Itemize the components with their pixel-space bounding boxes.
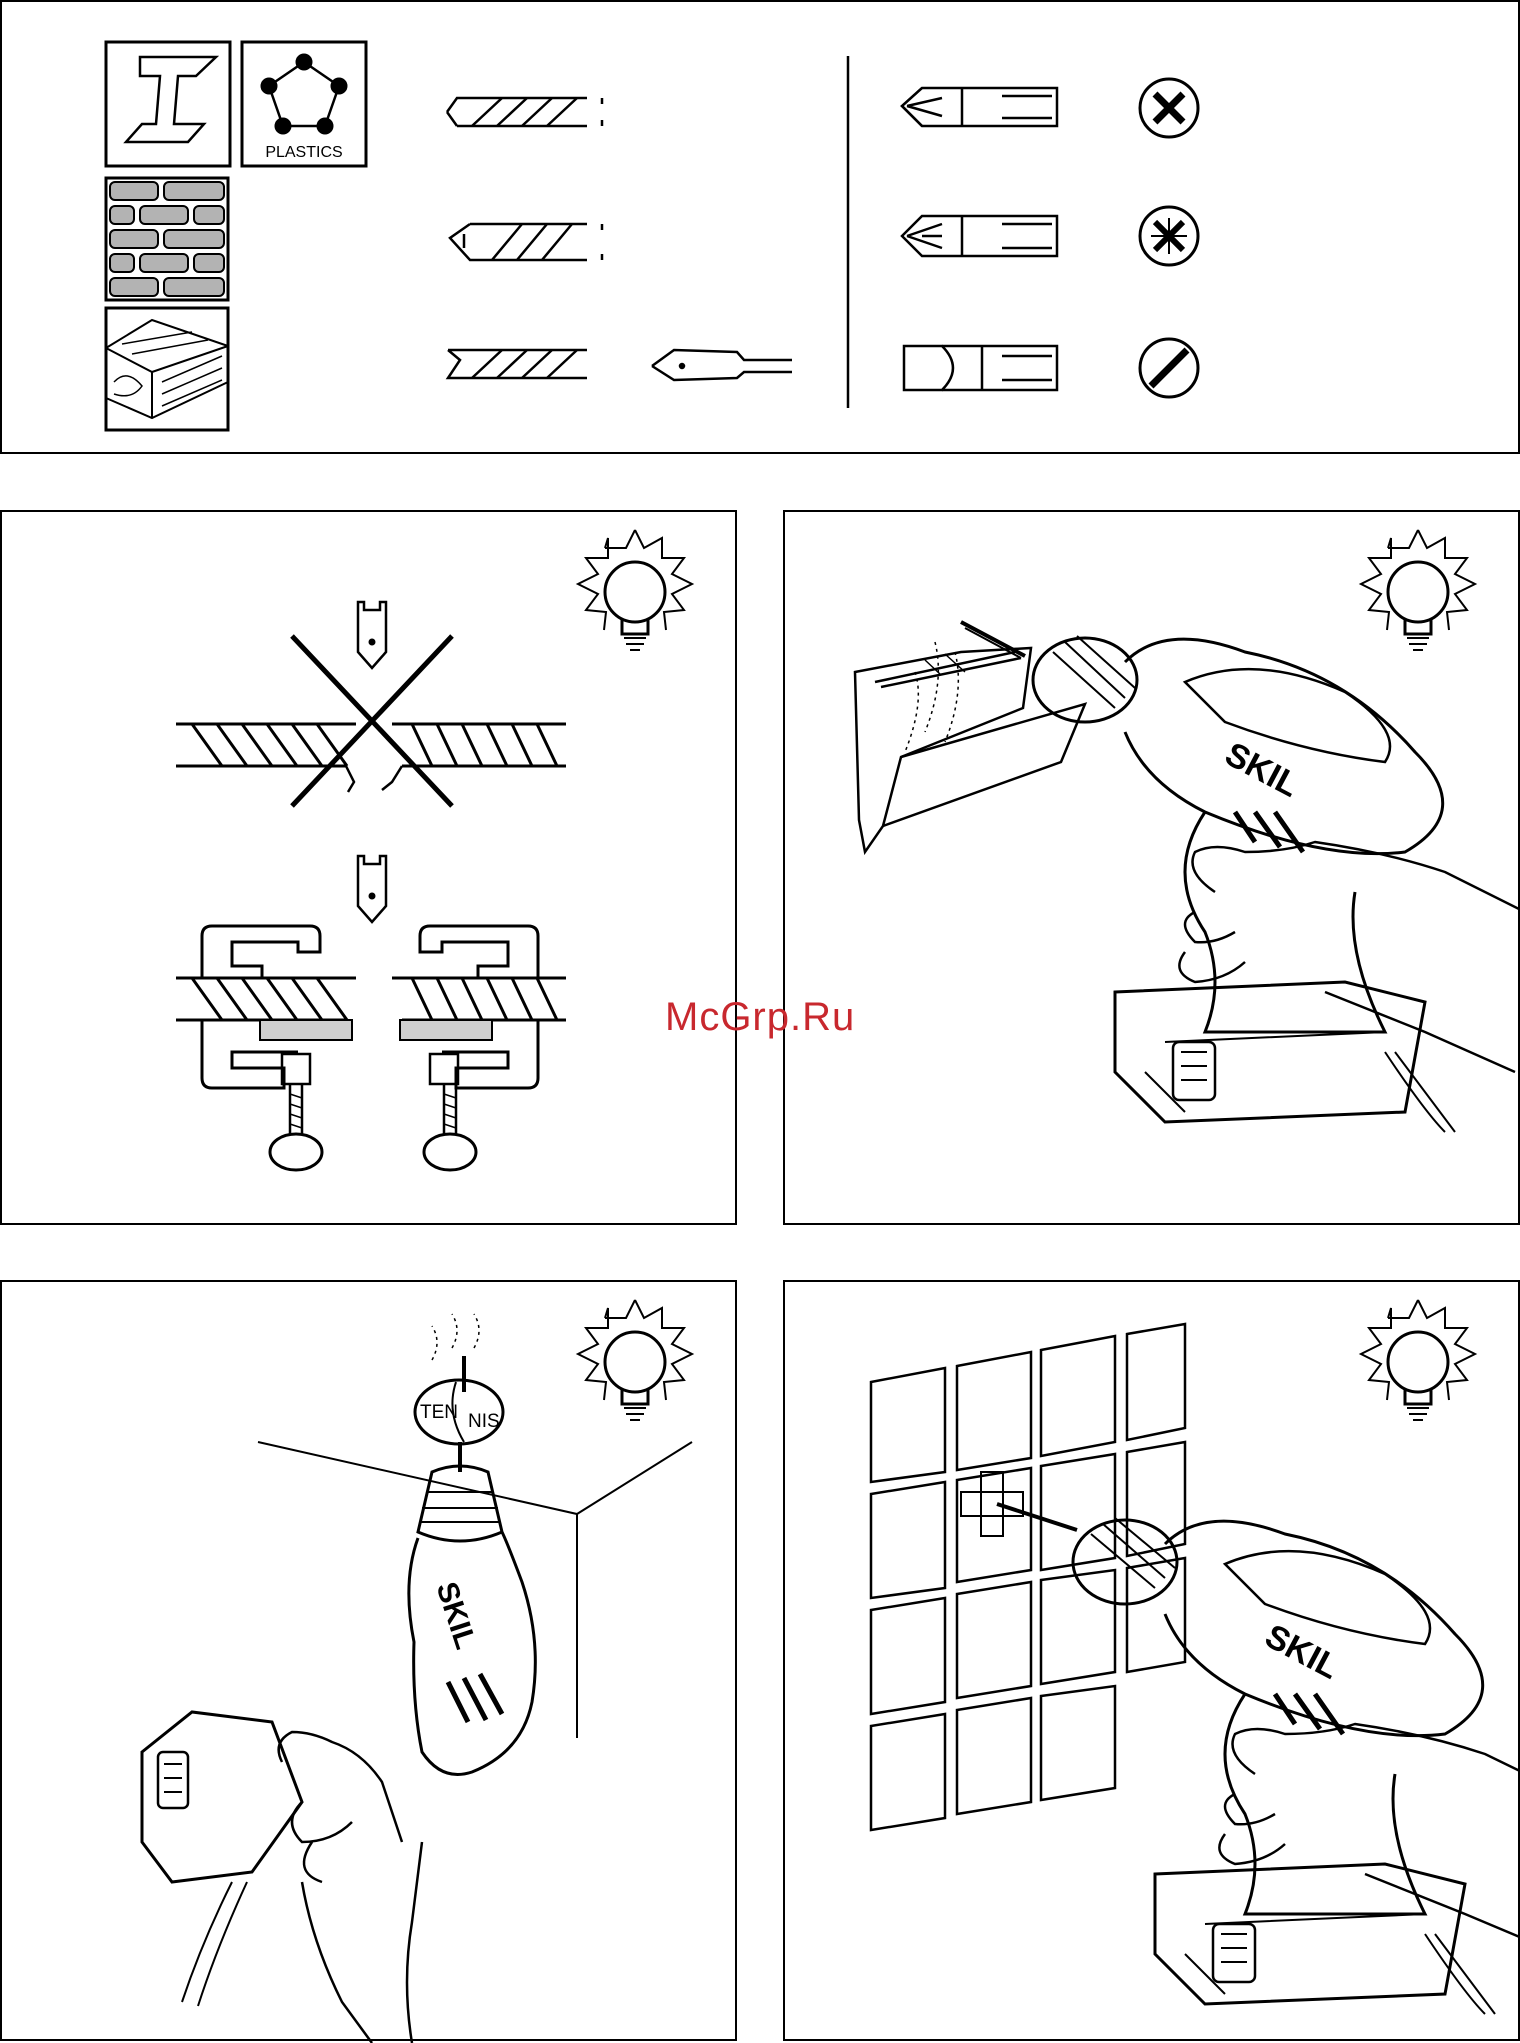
skil-brand-label: SKIL [1219, 735, 1305, 805]
wood-grain-icon [106, 308, 228, 430]
phillips-screw-head-icon [1140, 79, 1198, 137]
bit-selection-panel: PLASTICS [0, 0, 1520, 454]
brick-wall-icon [106, 178, 228, 300]
wrong-method-illustration [176, 602, 566, 806]
twist-drill-bit-icon [447, 98, 602, 126]
plastics-label: PLASTICS [265, 144, 342, 161]
phillips-bit-icon [902, 88, 1057, 126]
skil-brand-label: SKIL [430, 1578, 483, 1653]
tennis-ball-label-left: TEN [420, 1402, 458, 1423]
tennis-ball-icon: TEN NIS [415, 1314, 503, 1444]
drill-illustration: SKIL [142, 1442, 535, 2006]
watermark: McGrp.Ru [665, 995, 855, 1040]
tile-wall [871, 1324, 1185, 1830]
masking-tape-cross [961, 1472, 1023, 1536]
ceiling-corner [258, 1442, 692, 1738]
slotted-bit-icon [904, 346, 1057, 390]
tile-drilling-tip-panel: SKIL [783, 1280, 1520, 2041]
correct-method-illustration [176, 856, 566, 1170]
sheet-metal-tip-panel: SKIL [783, 510, 1520, 1225]
pozidriv-bit-icon [902, 216, 1057, 256]
hand-illustration [1219, 1724, 1520, 1938]
masonry-drill-bit-icon [450, 224, 602, 260]
tennis-ball-label-right: NIS [468, 1411, 500, 1432]
light-bulb-icon [1361, 530, 1475, 650]
drill-illustration: SKIL [905, 622, 1455, 1132]
plastics-icon: PLASTICS [242, 42, 366, 166]
wood-drill-bit-icon [448, 350, 587, 378]
skil-brand-label: SKIL [1259, 1617, 1345, 1687]
pozidriv-screw-head-icon [1140, 207, 1198, 265]
overhead-drilling-tip-panel: TEN NIS SKIL [0, 1280, 737, 2041]
hand-illustration [279, 1732, 422, 2043]
i-beam-icon [106, 42, 230, 166]
spade-bit-icon [652, 350, 792, 380]
clamping-tip-panel [0, 510, 737, 1225]
light-bulb-icon [1361, 1300, 1475, 1420]
light-bulb-icon [578, 530, 692, 650]
slotted-screw-head-icon [1140, 339, 1198, 397]
sheet-metal-workpiece [855, 648, 1085, 852]
light-bulb-icon [578, 1300, 692, 1420]
hand-illustration [1179, 842, 1520, 1072]
drill-illustration: SKIL [997, 1504, 1495, 2014]
